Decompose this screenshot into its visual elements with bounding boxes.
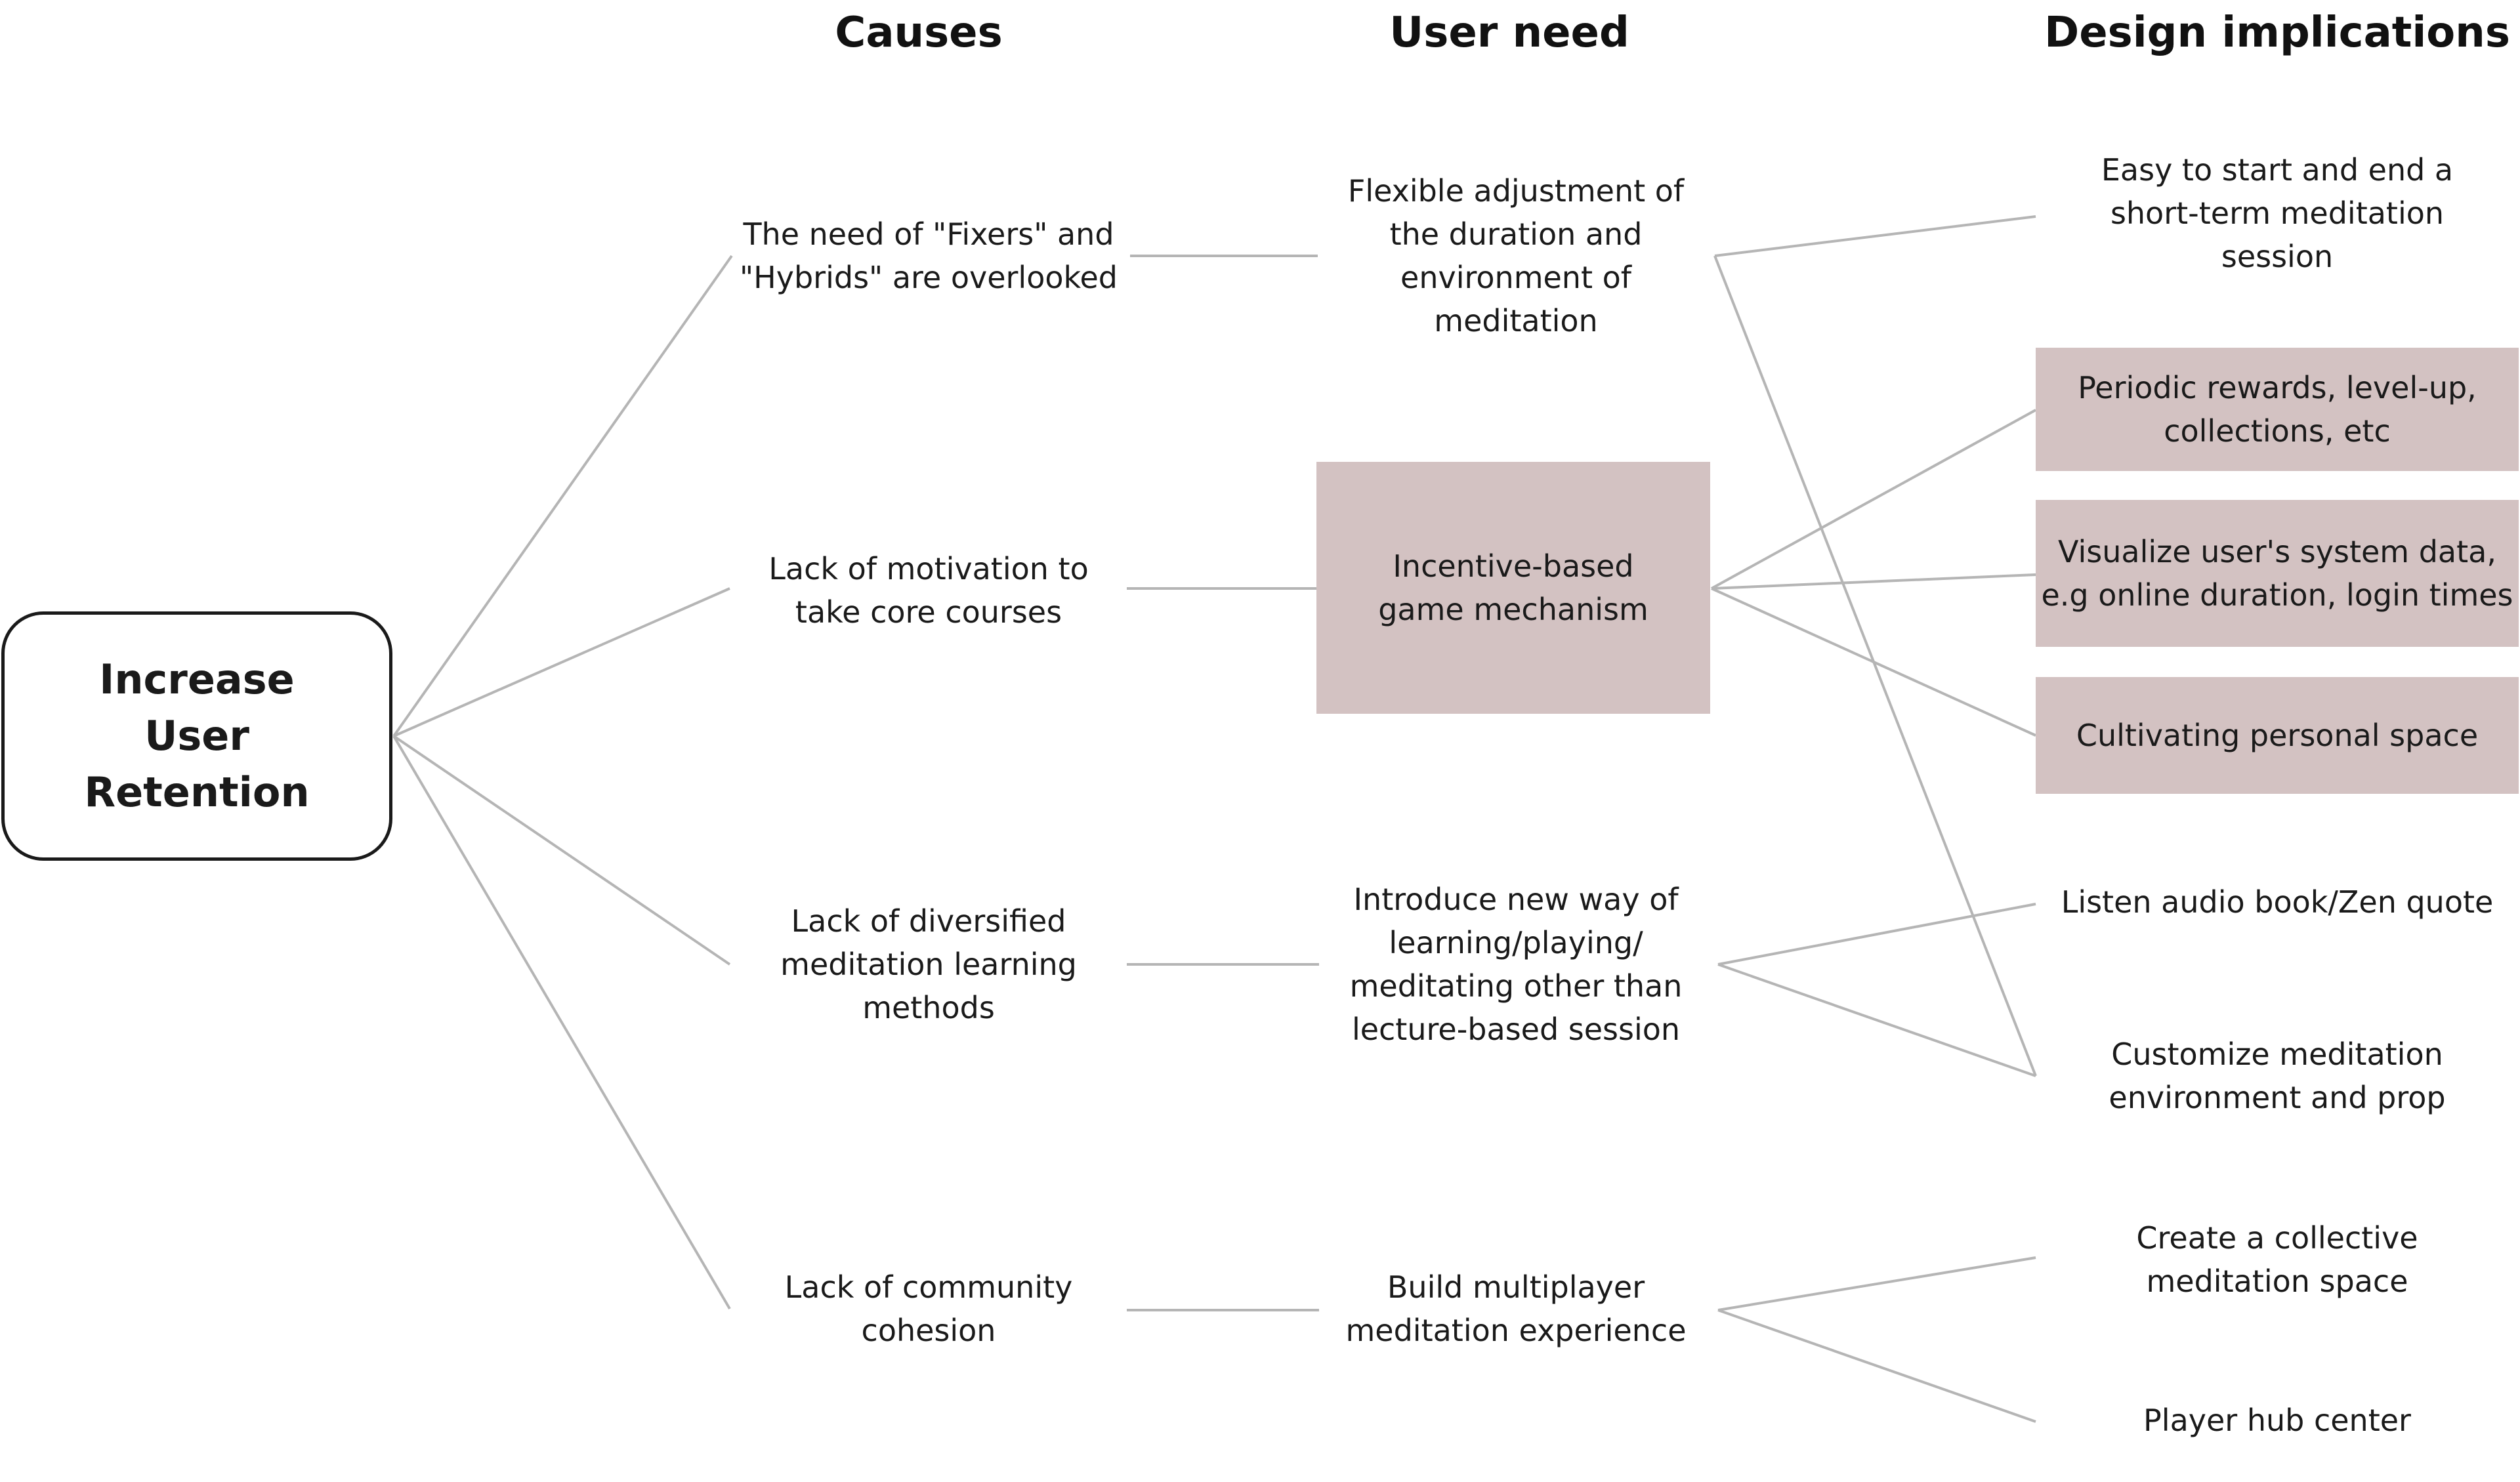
implication-node: Customize meditation environment and pro… <box>2036 1010 2519 1142</box>
root-label: Increase User Retention <box>84 655 310 816</box>
need-node: Build multiplayer meditation experience <box>1319 1243 1713 1374</box>
connector-need1-impl1 <box>1714 215 2036 257</box>
implication-node-highlighted: Periodic rewards, level-up, collections,… <box>2036 348 2519 471</box>
need-node: Introduce new way of learning/playing/ m… <box>1319 866 1713 1063</box>
cause-label: Lack of community cohesion <box>784 1269 1073 1348</box>
need-label: Incentive-based game mechanism <box>1378 548 1648 627</box>
need-label: Build multiplayer meditation experience <box>1345 1269 1687 1348</box>
column-header-causes: Causes <box>835 9 1003 57</box>
implication-label: Player hub center <box>2143 1403 2411 1438</box>
implication-label: Listen audio book/Zen quote <box>2061 884 2494 920</box>
connector-need4-impl7 <box>1717 1256 2036 1311</box>
connector-root-cause-1 <box>392 255 733 737</box>
need-label: Introduce new way of learning/playing/ m… <box>1349 882 1683 1047</box>
implication-label: Periodic rewards, level-up, collections,… <box>2078 370 2477 449</box>
connector-need2-impl2 <box>1711 409 2036 590</box>
implication-label: Visualize user's system data, e.g online… <box>2041 534 2513 613</box>
implication-node: Listen audio book/Zen quote <box>2036 866 2519 938</box>
connector-need4-impl8 <box>1717 1309 2036 1423</box>
implication-label: Cultivating personal space <box>2076 718 2479 753</box>
cause-label: Lack of diversified meditation learning … <box>780 903 1077 1025</box>
connector-root-cause-2 <box>393 587 730 737</box>
cause-label: The need of "Fixers" and "Hybrids" are o… <box>740 216 1118 295</box>
connector-need3-impl5 <box>1717 903 2036 966</box>
implication-label: Create a collective meditation space <box>2136 1220 2418 1299</box>
cause-node: Lack of community cohesion <box>745 1243 1112 1374</box>
cause-label: Lack of motivation to take core courses <box>768 551 1089 630</box>
connector-need1-impl6 <box>1713 255 2037 1077</box>
column-header-user-need: User need <box>1389 9 1629 57</box>
cause-node: Lack of diversified meditation learning … <box>745 886 1112 1043</box>
connector-need2-impl4 <box>1711 587 2036 737</box>
implication-node: Easy to start and end a short-term medit… <box>2036 151 2519 276</box>
implication-node: Create a collective meditation space <box>2036 1194 2519 1325</box>
implication-label: Easy to start and end a short-term medit… <box>2101 152 2454 274</box>
cause-node: The need of "Fixers" and "Hybrids" are o… <box>732 184 1125 328</box>
column-header-design-implications: Design implications <box>2044 9 2510 57</box>
implication-node: Player hub center <box>2036 1384 2519 1456</box>
implication-node-highlighted: Visualize user's system data, e.g online… <box>2036 500 2519 647</box>
connector-need3-impl6 <box>1717 963 2036 1077</box>
implication-node-highlighted: Cultivating personal space <box>2036 677 2519 794</box>
implication-label: Customize meditation environment and pro… <box>2109 1037 2446 1115</box>
connector-root-cause-3 <box>392 735 731 966</box>
need-node: Flexible adjustment of the duration and … <box>1319 157 1713 354</box>
connector-root-cause-4 <box>392 735 731 1310</box>
root-node: Increase User Retention <box>1 611 392 861</box>
need-label: Flexible adjustment of the duration and … <box>1347 173 1685 339</box>
cause-node: Lack of motivation to take core courses <box>745 525 1112 656</box>
connector-need2-impl3 <box>1711 573 2036 590</box>
need-node-highlighted: Incentive-based game mechanism <box>1316 462 1710 714</box>
